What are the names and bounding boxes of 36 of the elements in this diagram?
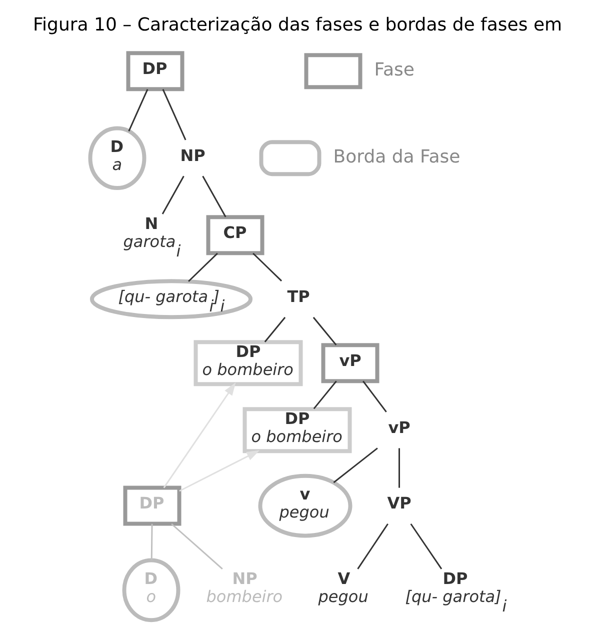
connector (188, 252, 218, 282)
node-text: V pegou (318, 568, 368, 606)
diagram-title: Figura 10 – Caracterização das fases e bordas de fases em (33, 14, 562, 36)
connector (312, 316, 337, 346)
node-ellipse: v pegou (258, 474, 352, 538)
node-circle: D o (122, 558, 180, 622)
node-box: vP (321, 343, 380, 384)
connector (410, 523, 442, 570)
node-text: vP (388, 418, 410, 437)
node-text: NP (180, 146, 206, 165)
node-text: NP bombeiro (206, 568, 283, 606)
connector (162, 89, 186, 140)
node-text: TP (287, 286, 310, 306)
connector (202, 176, 226, 218)
connector (362, 380, 387, 412)
connector (162, 176, 184, 214)
connector (252, 252, 282, 282)
connector (333, 448, 378, 484)
node-text: VP (387, 494, 412, 513)
legend-label: Borda da Fase (333, 146, 460, 168)
node-box: DP (126, 51, 184, 92)
connector (357, 523, 388, 570)
arrow (163, 382, 236, 488)
connector (128, 89, 148, 132)
node-box: DP o bombeiro (194, 340, 303, 386)
connector (313, 380, 337, 410)
arrow (179, 450, 260, 492)
node-box: CP (206, 215, 264, 256)
legend-label: Fase (374, 60, 414, 81)
node-circle: D a (88, 126, 146, 190)
connector (171, 523, 223, 570)
connector (264, 316, 286, 342)
connector (398, 448, 400, 488)
node-box: DP (123, 486, 182, 526)
connector (150, 524, 153, 560)
node-box: DP o bombeiro (242, 407, 352, 454)
